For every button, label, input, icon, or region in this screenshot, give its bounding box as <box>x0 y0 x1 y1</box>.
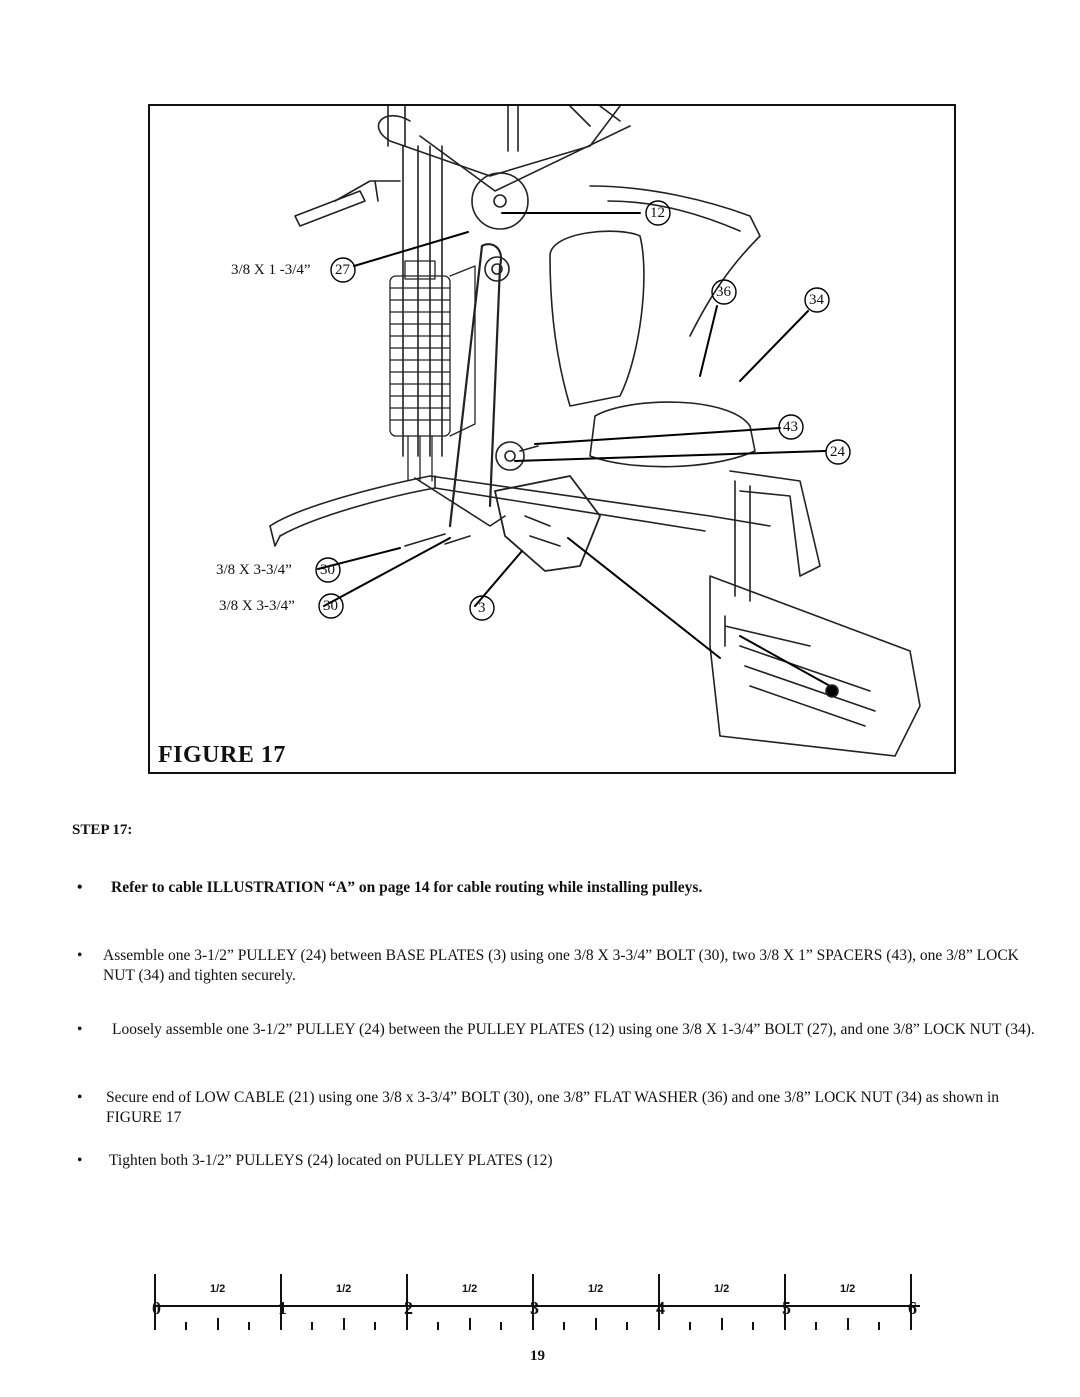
instruction-bullet: • Tighten both 3-1/2” PULLEYS (24) locat… <box>77 1151 1037 1171</box>
callout-30a-label: 3/8 X 3-3/4” <box>216 562 292 578</box>
callout-30b-label: 3/8 X 3-3/4” <box>219 598 295 614</box>
callout-30a: 30 <box>320 562 335 578</box>
ruler-number-6: 6 <box>908 1298 917 1318</box>
instruction-bullet: • Secure end of LOW CABLE (21) using one… <box>77 1088 1037 1128</box>
bullet-dot: • <box>77 1089 83 1106</box>
callout-27-label: 3/8 X 1 -3/4” <box>231 262 311 278</box>
figure-frame: 12 3/8 X 1 -3/4” 27 36 34 43 24 3/8 X 3-… <box>148 104 956 774</box>
ruler-number-4: 4 <box>656 1298 665 1318</box>
instruction-bullet: • Refer to cable ILLUSTRATION “A” on pag… <box>77 878 1037 898</box>
callout-3: 3 <box>478 600 486 616</box>
bullet-dot: • <box>77 879 83 896</box>
bullet-dot: • <box>77 1021 83 1038</box>
instruction-text: Assemble one 3-1/2” PULLEY (24) between … <box>103 947 1019 984</box>
page-number: 19 <box>530 1348 545 1364</box>
step-heading: STEP 17: <box>72 822 133 838</box>
ruler-half-label: 1/2 <box>840 1283 856 1295</box>
instruction-text: Refer to cable ILLUSTRATION “A” on page … <box>111 879 703 896</box>
ruler-half-label: 1/2 <box>714 1283 730 1295</box>
ruler-number-2: 2 <box>404 1298 413 1318</box>
callout-12: 12 <box>650 205 665 221</box>
instruction-text: Loosely assemble one 3-1/2” PULLEY (24) … <box>112 1021 1035 1038</box>
bullet-dot: • <box>77 1152 83 1169</box>
callout-27: 27 <box>335 262 350 278</box>
figure-title: FIGURE 17 <box>158 742 286 768</box>
ruler-number-1: 1 <box>278 1298 287 1318</box>
gym-assembly-illustration <box>269 106 921 757</box>
instruction-bullet: • Loosely assemble one 3-1/2” PULLEY (24… <box>77 1020 1037 1040</box>
instruction-text: Secure end of LOW CABLE (21) using one 3… <box>106 1089 1000 1126</box>
ruler-number-3: 3 <box>530 1298 539 1318</box>
inch-ruler <box>154 1274 920 1330</box>
ruler-number-0: 0 <box>152 1298 161 1318</box>
callout-36: 36 <box>716 284 731 300</box>
callout-34: 34 <box>809 292 824 308</box>
ruler-half-label: 1/2 <box>210 1283 226 1295</box>
ruler-half-label: 1/2 <box>588 1283 604 1295</box>
bullet-dot: • <box>77 947 83 964</box>
ruler-number-5: 5 <box>782 1298 791 1318</box>
callout-43: 43 <box>783 419 798 435</box>
callout-30b: 30 <box>323 598 338 614</box>
ruler-half-label: 1/2 <box>336 1283 352 1295</box>
instruction-text: Tighten both 3-1/2” PULLEYS (24) located… <box>109 1152 553 1169</box>
callout-24: 24 <box>830 444 845 460</box>
ruler-half-label: 1/2 <box>462 1283 478 1295</box>
instruction-bullet: • Assemble one 3-1/2” PULLEY (24) betwee… <box>77 946 1037 986</box>
